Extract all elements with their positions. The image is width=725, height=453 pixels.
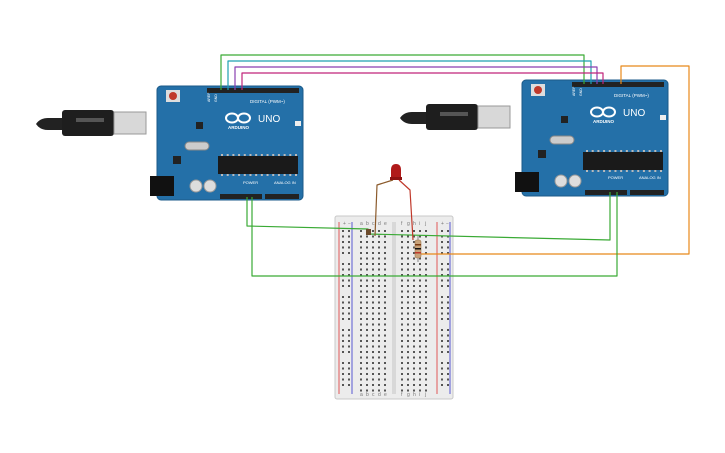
reset-button-left[interactable] (169, 92, 177, 100)
crystal-left (184, 141, 210, 151)
digital-header-left (207, 88, 299, 93)
brand-label-left: ARDUINO (228, 125, 249, 130)
col-label-d-bottom: d (378, 392, 381, 398)
wire-purple-top[interactable] (234, 66, 598, 90)
analog-header-left (265, 194, 299, 199)
arduino-logo-right (590, 106, 616, 118)
col-label-i: i (419, 221, 420, 227)
atmega-chip-left (218, 156, 298, 174)
wire-magenta-top[interactable] (241, 72, 604, 90)
col-label-f-bottom: f (401, 392, 403, 398)
reset-button-right[interactable] (534, 86, 542, 94)
led-socket-marker (366, 229, 371, 235)
gnd-label-left: GND (214, 94, 218, 102)
col-label-b-bottom: b (366, 392, 369, 398)
wire-green-top[interactable] (220, 54, 585, 90)
resistor[interactable] (414, 236, 422, 262)
col-label-i-bottom: i (419, 392, 420, 398)
arduino-uno-left[interactable]: DIGITAL (PWM~) AREF GND UNO ARDUINO POWE… (36, 85, 304, 201)
col-label-g: g (407, 221, 410, 227)
col-label-c-bottom: c (372, 392, 375, 398)
power-jack-right (515, 172, 539, 192)
model-label-left: UNO (258, 114, 280, 125)
col-label-e-bottom: e (384, 392, 387, 398)
wire-green-low[interactable] (251, 192, 618, 277)
usb-plug-left (62, 110, 114, 136)
model-label-right: UNO (623, 108, 645, 119)
power-header-right (585, 190, 627, 195)
usb-connector-right (477, 105, 511, 129)
led[interactable] (390, 164, 402, 180)
crystal-right (549, 135, 575, 145)
arduino-uno-right[interactable]: DIGITAL (PWM~) AREF GND UNO ARDUINO POWE… (400, 79, 669, 197)
usb-cable-right (400, 112, 426, 124)
digital-header-right (572, 82, 664, 87)
analog-label-right: ANALOG IN (639, 175, 661, 180)
wire-orange[interactable] (418, 65, 690, 255)
usb-connector-left (113, 111, 147, 135)
power-label-left: POWER (243, 180, 258, 185)
rail-minus-label-right: − (446, 221, 449, 227)
rail-plus-label: + (343, 221, 346, 227)
col-label-b: b (366, 221, 369, 227)
col-label-e: e (384, 221, 387, 227)
col-label-f: f (401, 221, 403, 227)
breadboard[interactable]: + − a b c d e f g h i j + − a b c d e f … (334, 215, 454, 400)
col-label-d: d (378, 221, 381, 227)
power-header-left (220, 194, 262, 199)
wire-brown-led[interactable] (374, 179, 394, 237)
col-label-j: j (424, 221, 426, 227)
rail-minus-label: − (348, 221, 351, 227)
brand-label-right: ARDUINO (593, 119, 614, 124)
arduino-logo-left (225, 112, 251, 124)
aref-label-left: AREF (207, 93, 211, 102)
breadboard-holes (342, 230, 449, 392)
usb-plug-right (426, 104, 478, 130)
gnd-label-right: GND (579, 88, 583, 96)
col-label-c: c (372, 221, 375, 227)
rail-plus-label-right: + (441, 221, 444, 227)
power-label-right: POWER (608, 175, 623, 180)
col-label-a-bottom: a (360, 392, 363, 398)
usb-cable-left (36, 118, 62, 130)
analog-header-right (630, 190, 664, 195)
aref-label-right: AREF (572, 87, 576, 96)
col-label-j-bottom: j (424, 392, 426, 398)
col-label-h-bottom: h (413, 392, 416, 398)
breadboard-column-labels-bottom: a b c d e f g h i j (360, 392, 426, 398)
power-jack-left (150, 176, 174, 196)
analog-label-left: ANALOG IN (274, 180, 296, 185)
col-label-h: h (413, 221, 416, 227)
digital-label-right: DIGITAL (PWM~) (614, 93, 649, 98)
digital-label-left: DIGITAL (PWM~) (250, 99, 285, 104)
breadboard-column-labels-top: + − a b c d e f g h i j + − (343, 221, 449, 227)
col-label-g-bottom: g (407, 392, 410, 398)
atmega-chip-right (583, 152, 663, 170)
col-label-a: a (360, 221, 363, 227)
wire-red-led[interactable] (398, 179, 414, 241)
